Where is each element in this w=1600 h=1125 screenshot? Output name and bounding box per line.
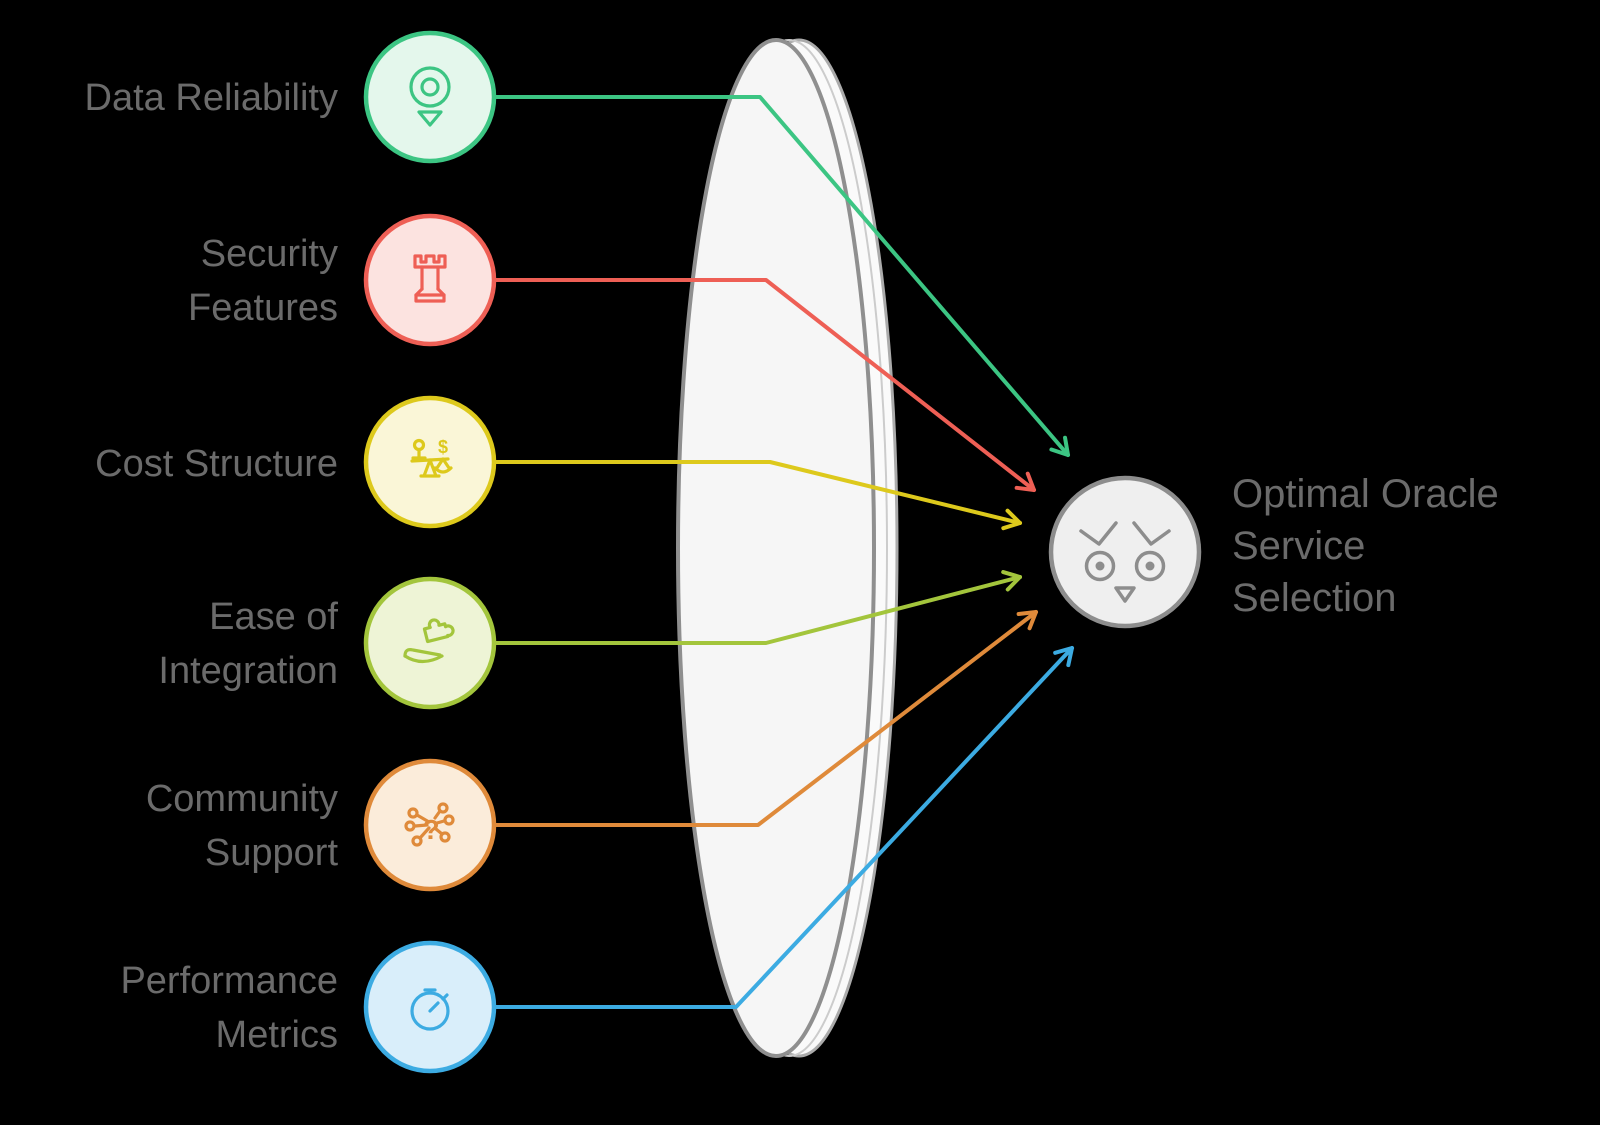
icon-part xyxy=(413,254,447,269)
connector-line xyxy=(492,575,1022,645)
owl-icon xyxy=(1079,521,1171,603)
icon-part xyxy=(419,458,441,478)
icon-part xyxy=(414,287,446,297)
icon-part xyxy=(411,835,423,847)
factor-row: $ Cost Structure xyxy=(95,395,497,529)
connector-line xyxy=(492,646,1074,1009)
factor-circle xyxy=(363,576,497,710)
icon-part xyxy=(423,988,437,995)
factor-row: Data Reliability xyxy=(85,30,497,164)
arrowhead xyxy=(1001,508,1022,531)
factor-circle xyxy=(363,758,497,892)
factor-circle xyxy=(363,213,497,347)
icon-part xyxy=(413,809,446,840)
icon-part xyxy=(403,648,442,658)
arrowhead xyxy=(1016,610,1038,631)
arrowhead xyxy=(1001,570,1022,592)
factor-label: Cost Structure xyxy=(95,443,338,485)
connector-line xyxy=(492,95,1070,457)
arrowhead xyxy=(1049,435,1070,457)
icon-part xyxy=(1095,561,1105,571)
factor-label: Support xyxy=(205,832,339,874)
factor-label: Integration xyxy=(158,650,338,692)
icon-part xyxy=(420,77,440,97)
icon-part xyxy=(443,814,455,826)
icon-part xyxy=(422,618,455,644)
connector-line xyxy=(492,460,1022,525)
factor-label: Data Reliability xyxy=(85,77,338,119)
location-target-icon xyxy=(409,66,451,127)
factor-label: Security xyxy=(201,233,338,275)
icon-part xyxy=(1134,550,1166,582)
balance-scale-icon: $ xyxy=(410,437,453,478)
icon-part xyxy=(409,66,451,108)
network-question-icon: ? xyxy=(404,802,455,847)
icon-part xyxy=(1132,521,1171,546)
factor-label: Ease of xyxy=(209,596,338,638)
icon-part xyxy=(1079,521,1118,546)
icon-part xyxy=(420,265,440,291)
icon-part xyxy=(433,466,453,474)
factor-label: Metrics xyxy=(216,1014,338,1056)
factor-label: Performance xyxy=(120,960,338,1002)
factor-row: Performance Metrics xyxy=(120,940,497,1074)
result-label: Selection xyxy=(1232,576,1397,620)
icon-part xyxy=(435,457,451,470)
icon-part xyxy=(414,293,446,303)
factor-row: ? Community Support xyxy=(146,758,497,892)
icon-part xyxy=(428,1001,440,1013)
factor-row: Ease of Integration xyxy=(158,576,497,710)
castle-tower-icon xyxy=(413,254,447,303)
icon-part xyxy=(404,820,416,832)
factor-label: Community xyxy=(146,778,338,820)
lens xyxy=(676,38,899,1058)
result-node: Optimal Oracle Service Selection xyxy=(1048,472,1499,629)
lens-front xyxy=(676,38,876,1058)
question-glyph: ? xyxy=(422,814,439,845)
arrowhead xyxy=(1053,646,1074,668)
hand-puzzle-icon xyxy=(403,618,455,664)
factor-circle xyxy=(363,30,497,164)
icon-part xyxy=(417,110,443,127)
connector-line xyxy=(492,278,1036,492)
icon-part xyxy=(403,654,444,664)
connector-line xyxy=(492,610,1038,827)
result-circle xyxy=(1048,475,1202,629)
arrowhead xyxy=(1014,471,1036,492)
factor-circle xyxy=(363,940,497,1074)
result-label: Optimal Oracle xyxy=(1232,472,1499,516)
icon-part xyxy=(441,993,449,1001)
icon-part xyxy=(407,807,419,819)
stopwatch-icon xyxy=(410,988,450,1031)
icon-part xyxy=(439,831,451,843)
result-label: Service xyxy=(1232,524,1365,568)
icon-part xyxy=(1114,586,1136,603)
factor-row: Security Features xyxy=(188,213,497,347)
icon-part xyxy=(1084,550,1116,582)
icon-part xyxy=(437,802,449,814)
factor-label: Features xyxy=(188,287,338,329)
icon-part xyxy=(1145,561,1155,571)
dollar-glyph: $ xyxy=(438,437,448,457)
